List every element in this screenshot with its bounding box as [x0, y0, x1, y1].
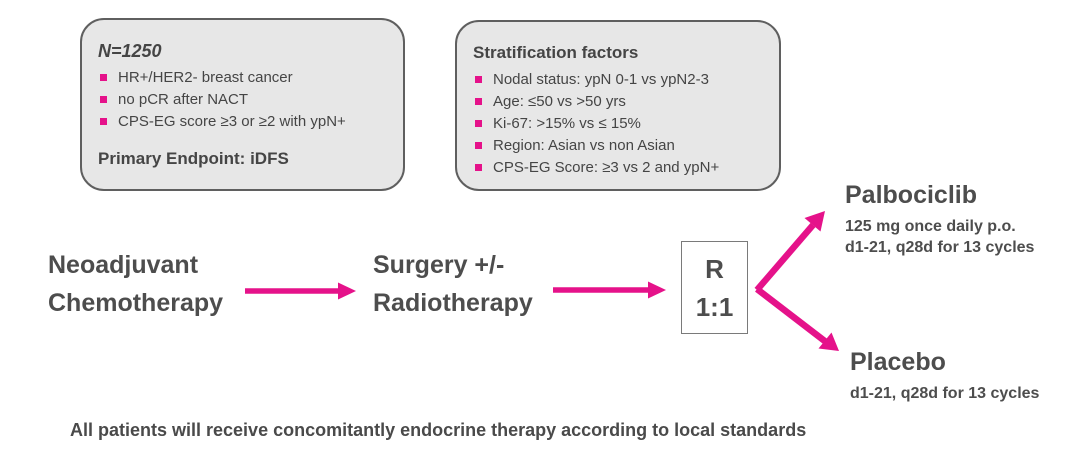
stratification-title: Stratification factors — [473, 43, 639, 62]
arrow-randomization-to-placebo — [755, 286, 839, 351]
step-neoadjuvant-line2: Chemotherapy — [48, 289, 224, 317]
randomization-box: R 1:1 — [681, 241, 748, 334]
arrow-surgery-to-randomization — [553, 281, 666, 299]
stratification-bullet-list: Nodal status: ypN 0-1 vs ypN2-3 Age: ≤50… — [473, 69, 765, 179]
randomization-ratio: 1:1 — [695, 291, 734, 322]
stratification-bullet: Region: Asian vs non Asian — [473, 135, 765, 157]
stratification-bullet: CPS-EG Score: ≥3 vs 2 and ypN+ — [473, 157, 765, 179]
arm-placebo: Placebo d1-21, q28d for 13 cycles — [850, 346, 1039, 404]
stratification-bullet: Age: ≤50 vs >50 yrs — [473, 91, 765, 113]
randomization-letter: R — [705, 253, 724, 284]
step-neoadjuvant-line1: Neoadjuvant — [48, 251, 199, 279]
placebo-schedule: d1-21, q28d for 13 cycles — [850, 385, 1040, 402]
palbociclib-name: Palbociclib — [845, 181, 977, 209]
step-surgery-line1: Surgery +/- — [373, 251, 505, 279]
placebo-name: Placebo — [850, 348, 946, 376]
stratification-bullet: Nodal status: ypN 0-1 vs ypN2-3 — [473, 69, 765, 91]
eligibility-box: N=1250 HR+/HER2- breast cancer no pCR af… — [80, 18, 405, 191]
eligibility-bullet: no pCR after NACT — [98, 89, 389, 111]
step-surgery-radiotherapy: Surgery +/- Radiotherapy — [373, 246, 533, 322]
step-neoadjuvant-chemotherapy: Neoadjuvant Chemotherapy — [48, 246, 223, 322]
step-surgery-line2: Radiotherapy — [373, 289, 533, 317]
primary-endpoint-label: Primary Endpoint: iDFS — [98, 149, 289, 168]
arrow-neoadjuvant-to-surgery — [245, 282, 356, 300]
sample-size-title: N=1250 — [98, 41, 162, 61]
eligibility-bullet: HR+/HER2- breast cancer — [98, 67, 389, 89]
eligibility-bullet-list: HR+/HER2- breast cancer no pCR after NAC… — [98, 67, 389, 133]
stratification-bullet: Ki-67: >15% vs ≤ 15% — [473, 113, 765, 135]
arrow-randomization-to-palbociclib — [754, 211, 825, 293]
eligibility-bullet: CPS-EG score ≥3 or ≥2 with ypN+ — [98, 111, 389, 133]
palbociclib-schedule: d1-21, q28d for 13 cycles — [845, 239, 1035, 256]
arm-palbociclib: Palbociclib 125 mg once daily p.o. d1-21… — [845, 179, 1034, 258]
palbociclib-dose: 125 mg once daily p.o. — [845, 218, 1016, 235]
stratification-box: Stratification factors Nodal status: ypN… — [455, 20, 781, 191]
footer-note: All patients will receive concomitantly … — [70, 420, 807, 440]
